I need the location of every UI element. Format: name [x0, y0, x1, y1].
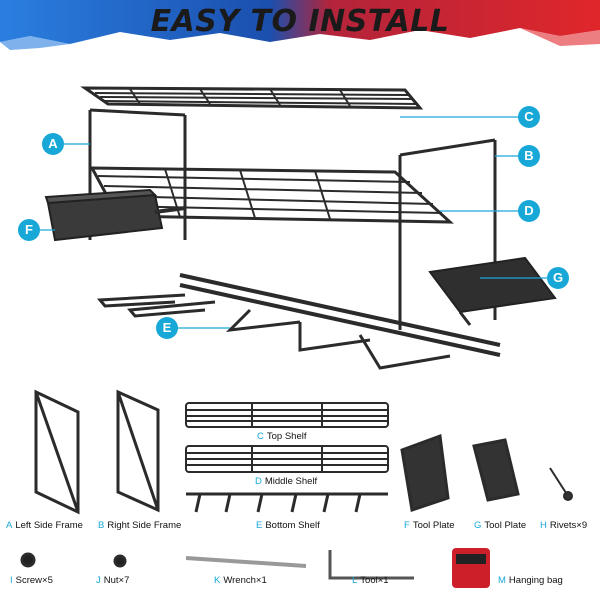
top-shelf-illustration — [80, 86, 424, 110]
callout-e: E — [156, 317, 178, 339]
callout-d: D — [518, 200, 540, 222]
tool-plate-g-part — [472, 438, 520, 502]
screw-part — [20, 552, 36, 568]
callout-b: B — [518, 145, 540, 167]
bottom-shelf-part — [186, 492, 388, 513]
callout-a: A — [42, 133, 64, 155]
banner-background — [0, 0, 600, 50]
left-side-frame-part — [34, 389, 80, 515]
nut-part — [113, 554, 127, 568]
middle-shelf-part — [185, 445, 389, 473]
rivet-part — [549, 467, 573, 501]
left-basket-illustration — [44, 188, 186, 242]
banner-title: EASY TO INSTALL — [150, 4, 450, 39]
hex-key-part — [328, 550, 414, 580]
tool-plate-f-part — [400, 433, 450, 512]
right-side-frame-part — [116, 389, 160, 513]
top-shelf-part — [185, 402, 389, 428]
callout-c: C — [518, 106, 540, 128]
callout-f: F — [18, 219, 40, 241]
wrench-part — [185, 556, 307, 568]
hook-illustrations — [96, 293, 451, 370]
hanging-bag-part — [452, 548, 490, 588]
callout-g: G — [547, 267, 569, 289]
bottom-bar-illustration — [179, 273, 501, 357]
header-banner: EASY TO INSTALL — [0, 0, 600, 52]
right-tool-plate-illustration — [428, 256, 557, 326]
